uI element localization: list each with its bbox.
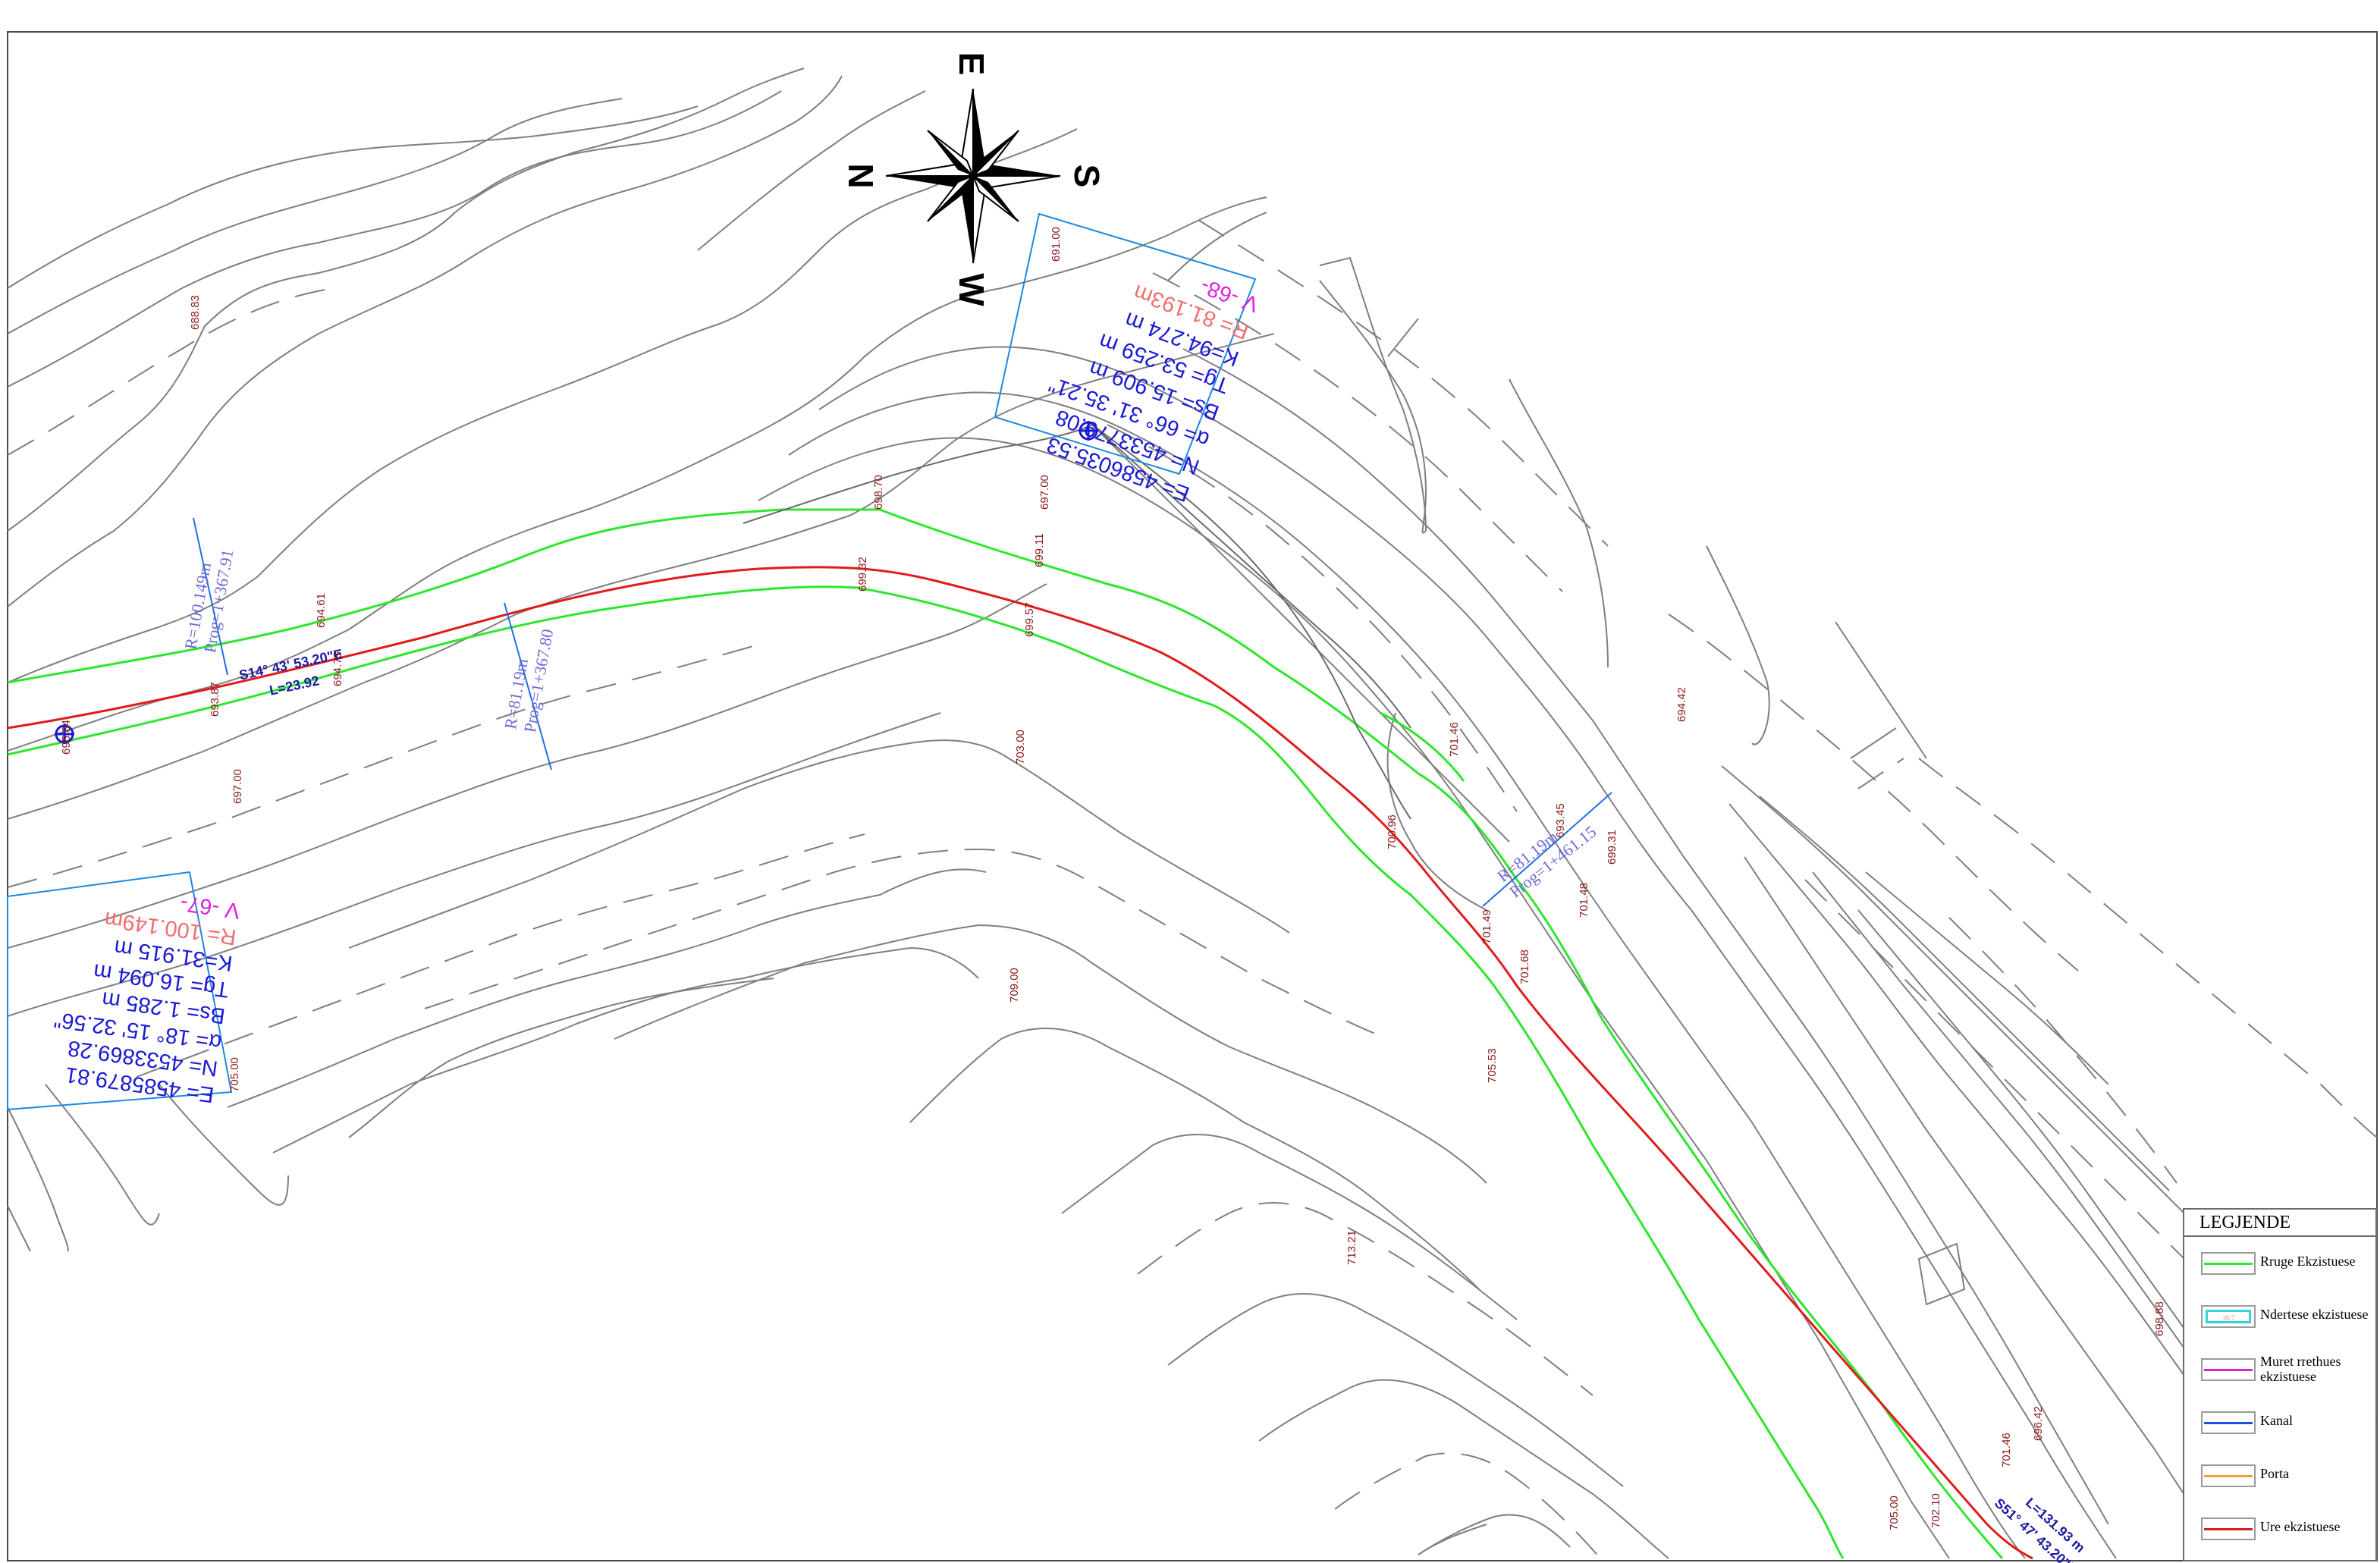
elevation-label: 699.57 <box>1023 602 1036 637</box>
elevation-label: 702.10 <box>1929 1493 1942 1528</box>
elevation-label: 699.31 <box>1606 830 1619 865</box>
legend-swatch-wall <box>2201 1358 2256 1381</box>
elevation-label: 688.83 <box>189 295 202 330</box>
legend-item-wall: Muret rrethues ekzistuese <box>2184 1346 2375 1392</box>
elevation-label: 701.68 <box>1518 949 1531 984</box>
existing-bridge <box>7 566 2033 1560</box>
legend-building-tag: 18/7 <box>2206 1310 2251 1323</box>
elevation-label: 705.53 <box>1486 1048 1499 1083</box>
compass-w: W <box>952 273 991 306</box>
legend-swatch-gate <box>2201 1464 2256 1487</box>
vertex-marker-67 <box>55 724 74 744</box>
legend-item-building: 18/7 Ndertese ekzistuese <box>2184 1293 2375 1339</box>
elevation-label: 693.45 <box>1554 803 1567 838</box>
compass-n: N <box>841 163 881 188</box>
legend-label-road: Rruge Ekzistuese <box>2260 1254 2356 1269</box>
legend-item-road: Rruge Ekzistuese <box>2184 1240 2375 1285</box>
legend-item-gate: Porta <box>2184 1452 2375 1498</box>
legend-swatch-canal <box>2201 1411 2256 1434</box>
legend-swatch-road <box>2201 1252 2256 1275</box>
elevation-label: 699.32 <box>856 557 869 592</box>
contour-lines <box>7 67 2378 1559</box>
elevation-label: 697.00 <box>1038 475 1051 510</box>
elevation-label: 703.00 <box>1014 730 1027 764</box>
bearing-1-angle: S14° 43' 53.20"E <box>237 646 344 683</box>
legend-swatch-building: 18/7 <box>2201 1305 2256 1328</box>
compass-s: S <box>1067 165 1107 188</box>
legend-title: LEGJENDE <box>2184 1210 2375 1237</box>
elevation-label: 699.11 <box>1033 533 1046 567</box>
compass-e: E <box>952 52 991 76</box>
legend-label-bridge: Ure ekzistuese <box>2260 1519 2341 1534</box>
compass-rose: E W N S <box>841 52 1107 307</box>
elevation-label: 701.48 <box>1578 883 1590 918</box>
vertex-marker-68 <box>1079 421 1098 441</box>
elevation-label: 694.75 <box>331 651 344 686</box>
curve-table-67: E= 4585879.81 N= 4533869.28 α= 18° 15' 3… <box>7 871 242 1111</box>
legend-label-wall: Muret rrethues ekzistuese <box>2260 1354 2341 1384</box>
elevation-label: 701.46 <box>2000 1433 2013 1467</box>
elevation-label: 698.70 <box>872 475 885 510</box>
existing-road <box>7 508 2004 1559</box>
elevation-label: 701.49 <box>1480 909 1493 944</box>
legend-label-canal: Kanal <box>2260 1413 2293 1428</box>
elevation-label: 700.96 <box>1386 814 1399 849</box>
bearing-labels: S14° 43' 53.20"E L=23.92 L=131.93 m S51°… <box>237 646 2087 1563</box>
elevation-label: 713.21 <box>1345 1230 1358 1265</box>
elevation-label: 691.00 <box>1050 227 1063 262</box>
bearing-1-length: L=23.92 <box>268 673 320 698</box>
legend-item-canal: Kanal <box>2184 1399 2375 1445</box>
elevation-label: 698.88 <box>2153 1301 2166 1336</box>
elevation-label: 694.42 <box>1675 687 1688 722</box>
elevation-labels: 688.83 691.00 697.00 698.70 699.32 699.1… <box>60 227 2166 1530</box>
elevation-label: 705.00 <box>1888 1496 1901 1530</box>
elevation-label: 694.61 <box>315 593 328 628</box>
canal-lines <box>193 517 1612 907</box>
legend-swatch-bridge <box>2201 1517 2256 1540</box>
elevation-label: 709.00 <box>1008 968 1021 1003</box>
elevation-label: 695.84 <box>60 720 73 755</box>
legend-label-gate: Porta <box>2260 1466 2289 1481</box>
elevation-label: 705.00 <box>228 1057 241 1092</box>
curve-67-v: V -67- <box>179 890 242 923</box>
legend-label-building: Ndertese ekzistuese <box>2260 1307 2369 1322</box>
legend-item-bridge: Ure ekzistuese <box>2184 1505 2375 1551</box>
legend-panel: LEGJENDE Rruge Ekzistuese 18/7 Ndertese … <box>2183 1208 2377 1561</box>
elevation-label: 696.42 <box>2032 1406 2045 1441</box>
survey-lines <box>743 424 1411 820</box>
elevation-label: 693.87 <box>209 682 221 717</box>
elevation-label: 697.00 <box>231 769 244 804</box>
curve-table-68: E= 4586035.53 N= 4533779.08 α= 66° 31' 3… <box>994 212 1262 506</box>
map-frame <box>7 31 2378 1561</box>
elevation-label: 701.46 <box>1448 722 1461 757</box>
